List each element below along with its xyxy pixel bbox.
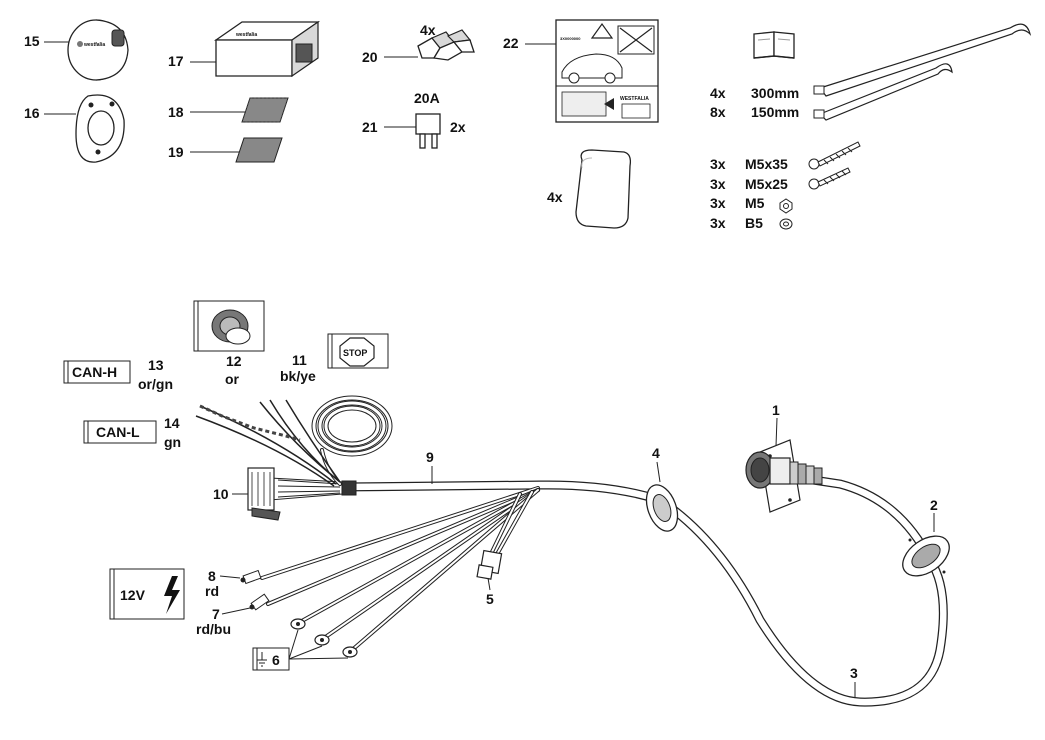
hardware-1-size: M5x35 (745, 156, 788, 172)
bulb-holder-icon (211, 309, 251, 345)
part-21-fuse: 20A 21 2x (362, 90, 466, 149)
part-21-rating: 20A (414, 90, 440, 106)
part-18-adhesive-pad: 18 (168, 97, 289, 123)
can-l-label: CAN-L (96, 424, 140, 440)
label-4: 4 (652, 445, 660, 461)
label-7-color: rd/bu (196, 621, 231, 637)
socket-boot (789, 461, 823, 485)
protective-pad: 4x (547, 149, 632, 229)
part-15-number: 15 (24, 33, 40, 49)
loose-wires (195, 399, 341, 487)
label-8-number: 8 (208, 568, 216, 584)
connector-5 (476, 549, 503, 580)
label-11-number: 11 (292, 352, 307, 368)
part-20-clips: 4x 20 (362, 22, 475, 65)
ground-label-box: 6 (252, 629, 349, 671)
part-17-brand: westfalia (235, 32, 257, 38)
washer-icon (779, 218, 793, 230)
stop-box: STOP (327, 333, 389, 369)
hardware-set: 3x M5x35 3x M5x25 3x M5 3x B5 (710, 141, 861, 231)
tie-2-size: 150mm (751, 104, 799, 120)
terminal-7 (249, 593, 270, 611)
part-22-number: 22 (503, 35, 519, 51)
hardware-3-size: M5 (745, 195, 765, 211)
warning-triangle-icon (590, 22, 614, 39)
label-14-color: gn (164, 434, 181, 450)
part-15-socket: 15 westfalia (24, 19, 129, 81)
grommet-4 (645, 484, 679, 532)
part-21-qty: 2x (450, 119, 466, 135)
ground-icon (257, 652, 267, 667)
part-18-number: 18 (168, 104, 184, 120)
stop-sign-icon (339, 337, 375, 367)
part-15-brand: westfalia (83, 42, 105, 48)
part-16-gasket: 16 (24, 94, 125, 163)
part-19-adhesive-pad: 19 (168, 137, 283, 163)
label-8-color: rd (205, 583, 219, 599)
tie-2-qty: 8x (710, 104, 726, 120)
harness-labels: 1 2 3 4 5 9 10 8 rd 7 rd/bu 11 bk/ye 12 … (138, 352, 938, 698)
connector-10 (247, 467, 357, 521)
screw-icon (808, 141, 861, 170)
label-2: 2 (930, 497, 938, 513)
hardware-4-qty: 3x (710, 215, 726, 231)
label-7-number: 7 (212, 606, 220, 622)
label-14-number: 14 (164, 415, 180, 431)
label-5: 5 (486, 591, 494, 607)
part-20-number: 20 (362, 49, 378, 65)
ring-terminal (342, 646, 358, 658)
part-17-module: 17 westfalia (168, 20, 321, 78)
label-1: 1 (772, 402, 780, 418)
part-16-number: 16 (24, 105, 40, 121)
car-icon (561, 53, 623, 79)
bulb-holder-box (193, 300, 265, 352)
ground-ring-terminals (290, 618, 358, 658)
lightning-icon (164, 576, 180, 614)
can-h-label: CAN-H (72, 364, 117, 380)
hardware-1-qty: 3x (710, 156, 726, 172)
coiled-cable (311, 395, 393, 486)
cable-ties: 4x 300mm 8x 150mm (710, 23, 1032, 121)
hardware-2-qty: 3x (710, 176, 726, 192)
label-12-number: 12 (226, 353, 242, 369)
tie-1-qty: 4x (710, 85, 726, 101)
nut-icon (779, 198, 793, 214)
hardware-3-qty: 3x (710, 195, 726, 211)
hardware-4-size: B5 (745, 215, 763, 231)
label-6: 6 (272, 652, 280, 668)
branch-wires (260, 486, 540, 652)
part-22-brand: WESTFALIA (620, 96, 649, 102)
voltage-label: 12V (120, 587, 146, 603)
label-13-number: 13 (148, 357, 164, 373)
part-17-number: 17 (168, 53, 184, 69)
grommet-2 (902, 535, 950, 577)
trailer-socket-1 (745, 439, 823, 513)
part-21-number: 21 (362, 119, 378, 135)
can-h-box: CAN-H (63, 360, 131, 384)
12v-box: 12V (109, 568, 185, 620)
part-19-number: 19 (168, 144, 184, 160)
ring-terminal (314, 634, 330, 646)
label-11-color: bk/ye (280, 368, 316, 384)
stop-label: STOP (343, 348, 367, 358)
ring-terminal (290, 618, 306, 630)
pad-qty: 4x (547, 189, 563, 205)
label-3: 3 (850, 665, 858, 681)
can-l-box: CAN-L (83, 420, 157, 444)
screw-icon (808, 167, 851, 190)
tie-1-size: 300mm (751, 85, 799, 101)
part-20-qty: 4x (420, 22, 436, 38)
label-12-color: or (225, 371, 240, 387)
twisted-pair-wire (199, 405, 337, 485)
label-13-color: or/gn (138, 376, 173, 392)
hardware-2-size: M5x25 (745, 176, 788, 192)
label-9: 9 (426, 449, 434, 465)
book-icon (753, 31, 795, 59)
label-10: 10 (213, 486, 229, 502)
part-22-side-code: 3X0000000 (560, 36, 581, 41)
part-22-label-sheet: 22 3X0000000 WESTFALIA (503, 19, 659, 123)
terminal-8 (240, 569, 262, 585)
